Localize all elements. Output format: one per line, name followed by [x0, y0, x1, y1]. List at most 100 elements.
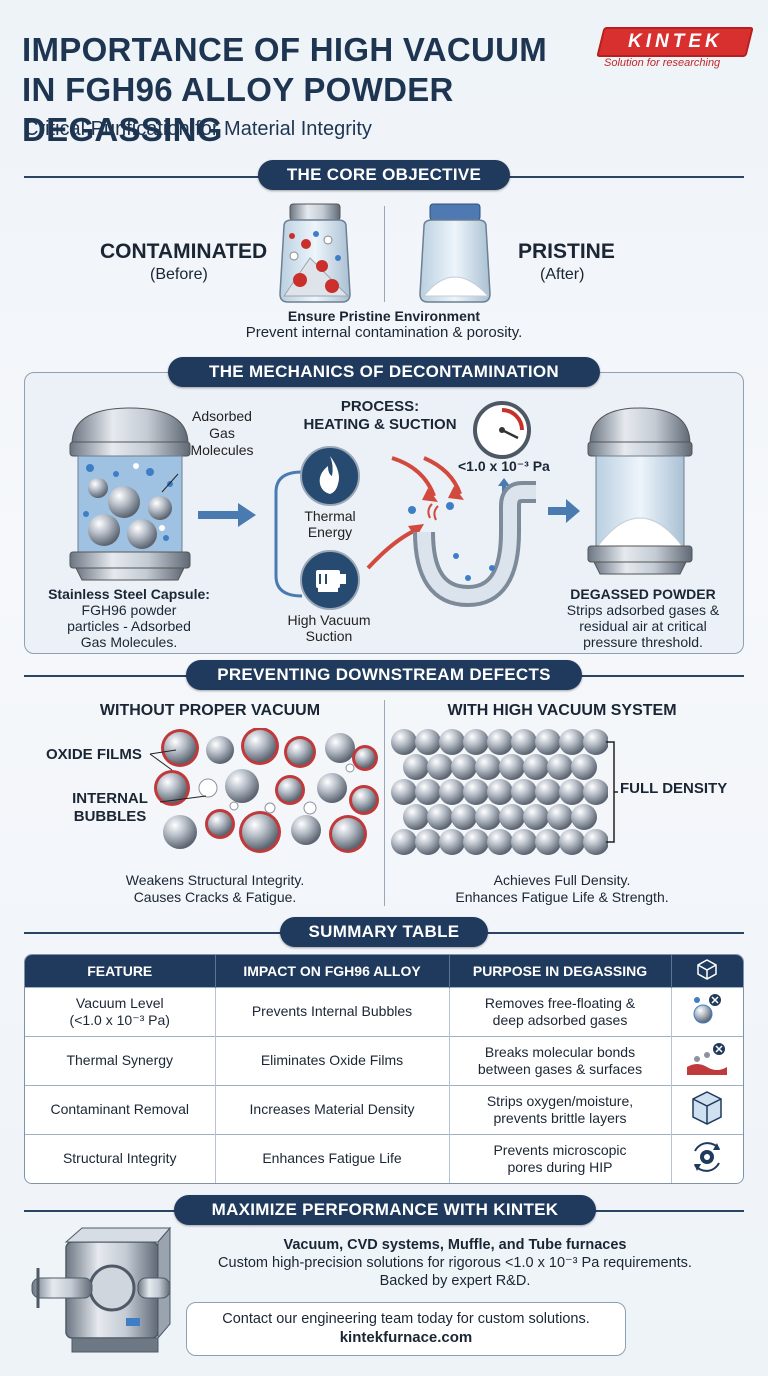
table-row: Contaminant Removal Increases Material D… — [25, 1084, 743, 1134]
purpose-text: pores during HIP — [507, 1158, 613, 1175]
right-caption-2: Enhances Fatigue Life & Strength. — [455, 889, 669, 905]
purpose-cell: Removes free-floating &deep adsorbed gas… — [449, 986, 672, 1036]
powder-particle — [583, 779, 608, 805]
purpose-text: prevents brittle layers — [493, 1109, 627, 1126]
objective-line-2: Prevent internal contamination & porosit… — [245, 324, 523, 341]
brand-name: KINTEK — [627, 31, 723, 52]
degassed-line-2: residual air at critical — [579, 618, 707, 634]
section-heading-cta: MAXIMIZE PERFORMANCE WITH KINTEK — [174, 1195, 596, 1225]
objective-line-1: Ensure Pristine Environment — [287, 308, 481, 324]
density-cube-icon — [692, 1090, 722, 1125]
powder-particle — [559, 829, 585, 855]
contact-text: Contact our engineering team today for c… — [222, 1311, 590, 1327]
powder-particle — [332, 818, 364, 850]
powder-particle — [244, 730, 276, 762]
powder-particle — [583, 729, 608, 755]
powder-particle — [547, 754, 573, 780]
powder-particle — [535, 729, 561, 755]
powder-particle — [391, 829, 417, 855]
powder-particle — [571, 804, 597, 830]
page-subtitle: Critical Purification for Material Integ… — [24, 118, 372, 140]
powder-particle — [415, 829, 441, 855]
feature-cell: Contaminant Removal — [25, 1084, 216, 1134]
contaminated-jar-icon — [279, 203, 351, 303]
suction-pipe-illustration — [366, 456, 536, 608]
degassed-line-1: Strips adsorbed gases & — [566, 602, 720, 618]
arrow-up-icon — [498, 478, 510, 496]
cta-line-2: Custom high-precision solutions for rigo… — [218, 1255, 692, 1271]
purpose-cell: Strips oxygen/moisture,prevents brittle … — [449, 1084, 672, 1134]
powder-particle — [403, 754, 429, 780]
powder-particle — [559, 729, 585, 755]
powder-particle — [475, 754, 501, 780]
bubbles-line-1: INTERNAL — [72, 790, 148, 807]
powder-particle — [571, 754, 597, 780]
powder-particle — [287, 739, 313, 765]
pristine-jar-icon — [419, 203, 491, 303]
powder-particle — [451, 804, 477, 830]
bracket-connector — [274, 470, 303, 598]
cta-text: Vacuum, CVD systems, Muffle, and Tube fu… — [150, 1236, 760, 1290]
brand-tagline: Solution for researching — [604, 57, 721, 69]
before-subtitle: (Before) — [150, 266, 208, 283]
process-line-2: HEATING & SUCTION — [303, 416, 457, 433]
adsorbed-gas-label: Adsorbed Gas Molecules — [182, 408, 262, 459]
table-row: Thermal Synergy Eliminates Oxide Films B… — [25, 1035, 743, 1085]
page-title: IMPORTANCE OF HIGH VACUUM IN FGH96 ALLOY… — [22, 30, 622, 150]
purpose-text: deep adsorbed gases — [492, 1011, 628, 1028]
adsorbed-line-3: Molecules — [190, 442, 254, 458]
powder-particle — [415, 779, 441, 805]
row-icon-cell — [671, 1133, 743, 1183]
powder-particle — [499, 804, 525, 830]
impact-cell: Enhances Fatigue Life — [215, 1133, 450, 1183]
degassed-title: DEGASSED POWDER — [570, 586, 716, 602]
label-leader-lines — [149, 749, 207, 803]
dense-powder-illustration — [391, 729, 608, 855]
process-line-1: PROCESS: — [340, 398, 420, 415]
column-header: PURPOSE IN DEGASSING — [449, 955, 672, 987]
purpose-text: Strips oxygen/moisture, — [486, 1092, 634, 1109]
thermal-line-2: Energy — [307, 524, 353, 540]
powder-particle — [463, 779, 489, 805]
arrow-right-icon — [548, 499, 580, 523]
adsorbed-line-1: Adsorbed — [192, 408, 252, 424]
powder-particle — [391, 779, 417, 805]
vacuum-suction-label: High Vacuum Suction — [274, 612, 384, 644]
capsule-before-icon — [69, 407, 191, 581]
vacuum-pump-icon — [300, 550, 360, 610]
powder-particle — [439, 779, 465, 805]
title-line-1: IMPORTANCE OF HIGH VACUUM — [22, 31, 548, 68]
powder-particle — [391, 729, 417, 755]
porous-powder-illustration — [154, 728, 379, 853]
powder-particle — [523, 804, 549, 830]
purpose-text: Breaks molecular bonds — [484, 1043, 636, 1060]
powder-particle — [427, 754, 453, 780]
powder-particle — [511, 829, 537, 855]
kintek-logo: KINTEK — [596, 27, 754, 57]
full-density-label: FULL DENSITY — [620, 780, 728, 797]
contact-box[interactable]: Contact our engineering team today for c… — [186, 1302, 626, 1356]
powder-particle — [164, 732, 196, 764]
left-caption-2: Causes Cracks & Fatigue. — [133, 889, 297, 905]
internal-bubble — [303, 801, 317, 815]
powder-particle — [291, 815, 321, 845]
website-link[interactable]: kintekfurnace.com — [339, 1329, 473, 1346]
internal-bubbles-label: INTERNAL BUBBLES — [60, 790, 160, 826]
degassed-line-3: pressure threshold. — [583, 634, 703, 650]
oxide-layer-icon — [687, 1042, 728, 1075]
powder-particle — [427, 804, 453, 830]
divider — [384, 700, 385, 906]
cycle-gear-icon — [694, 1141, 721, 1172]
feature-text: (<1.0 x 10⁻³ Pa) — [69, 1011, 170, 1028]
powder-particle — [463, 729, 489, 755]
with-vacuum-title: WITH HIGH VACUUM SYSTEM — [447, 702, 677, 719]
powder-particle — [415, 729, 441, 755]
purpose-text: Removes free-floating & — [484, 994, 636, 1011]
arrow-right-icon — [198, 503, 256, 527]
section-heading-mechanics: THE MECHANICS OF DECONTAMINATION — [168, 357, 600, 387]
powder-particle — [451, 754, 477, 780]
internal-bubble — [345, 763, 355, 773]
bubbles-line-2: BUBBLES — [73, 808, 147, 825]
right-caption-1: Achieves Full Density. — [493, 872, 631, 888]
